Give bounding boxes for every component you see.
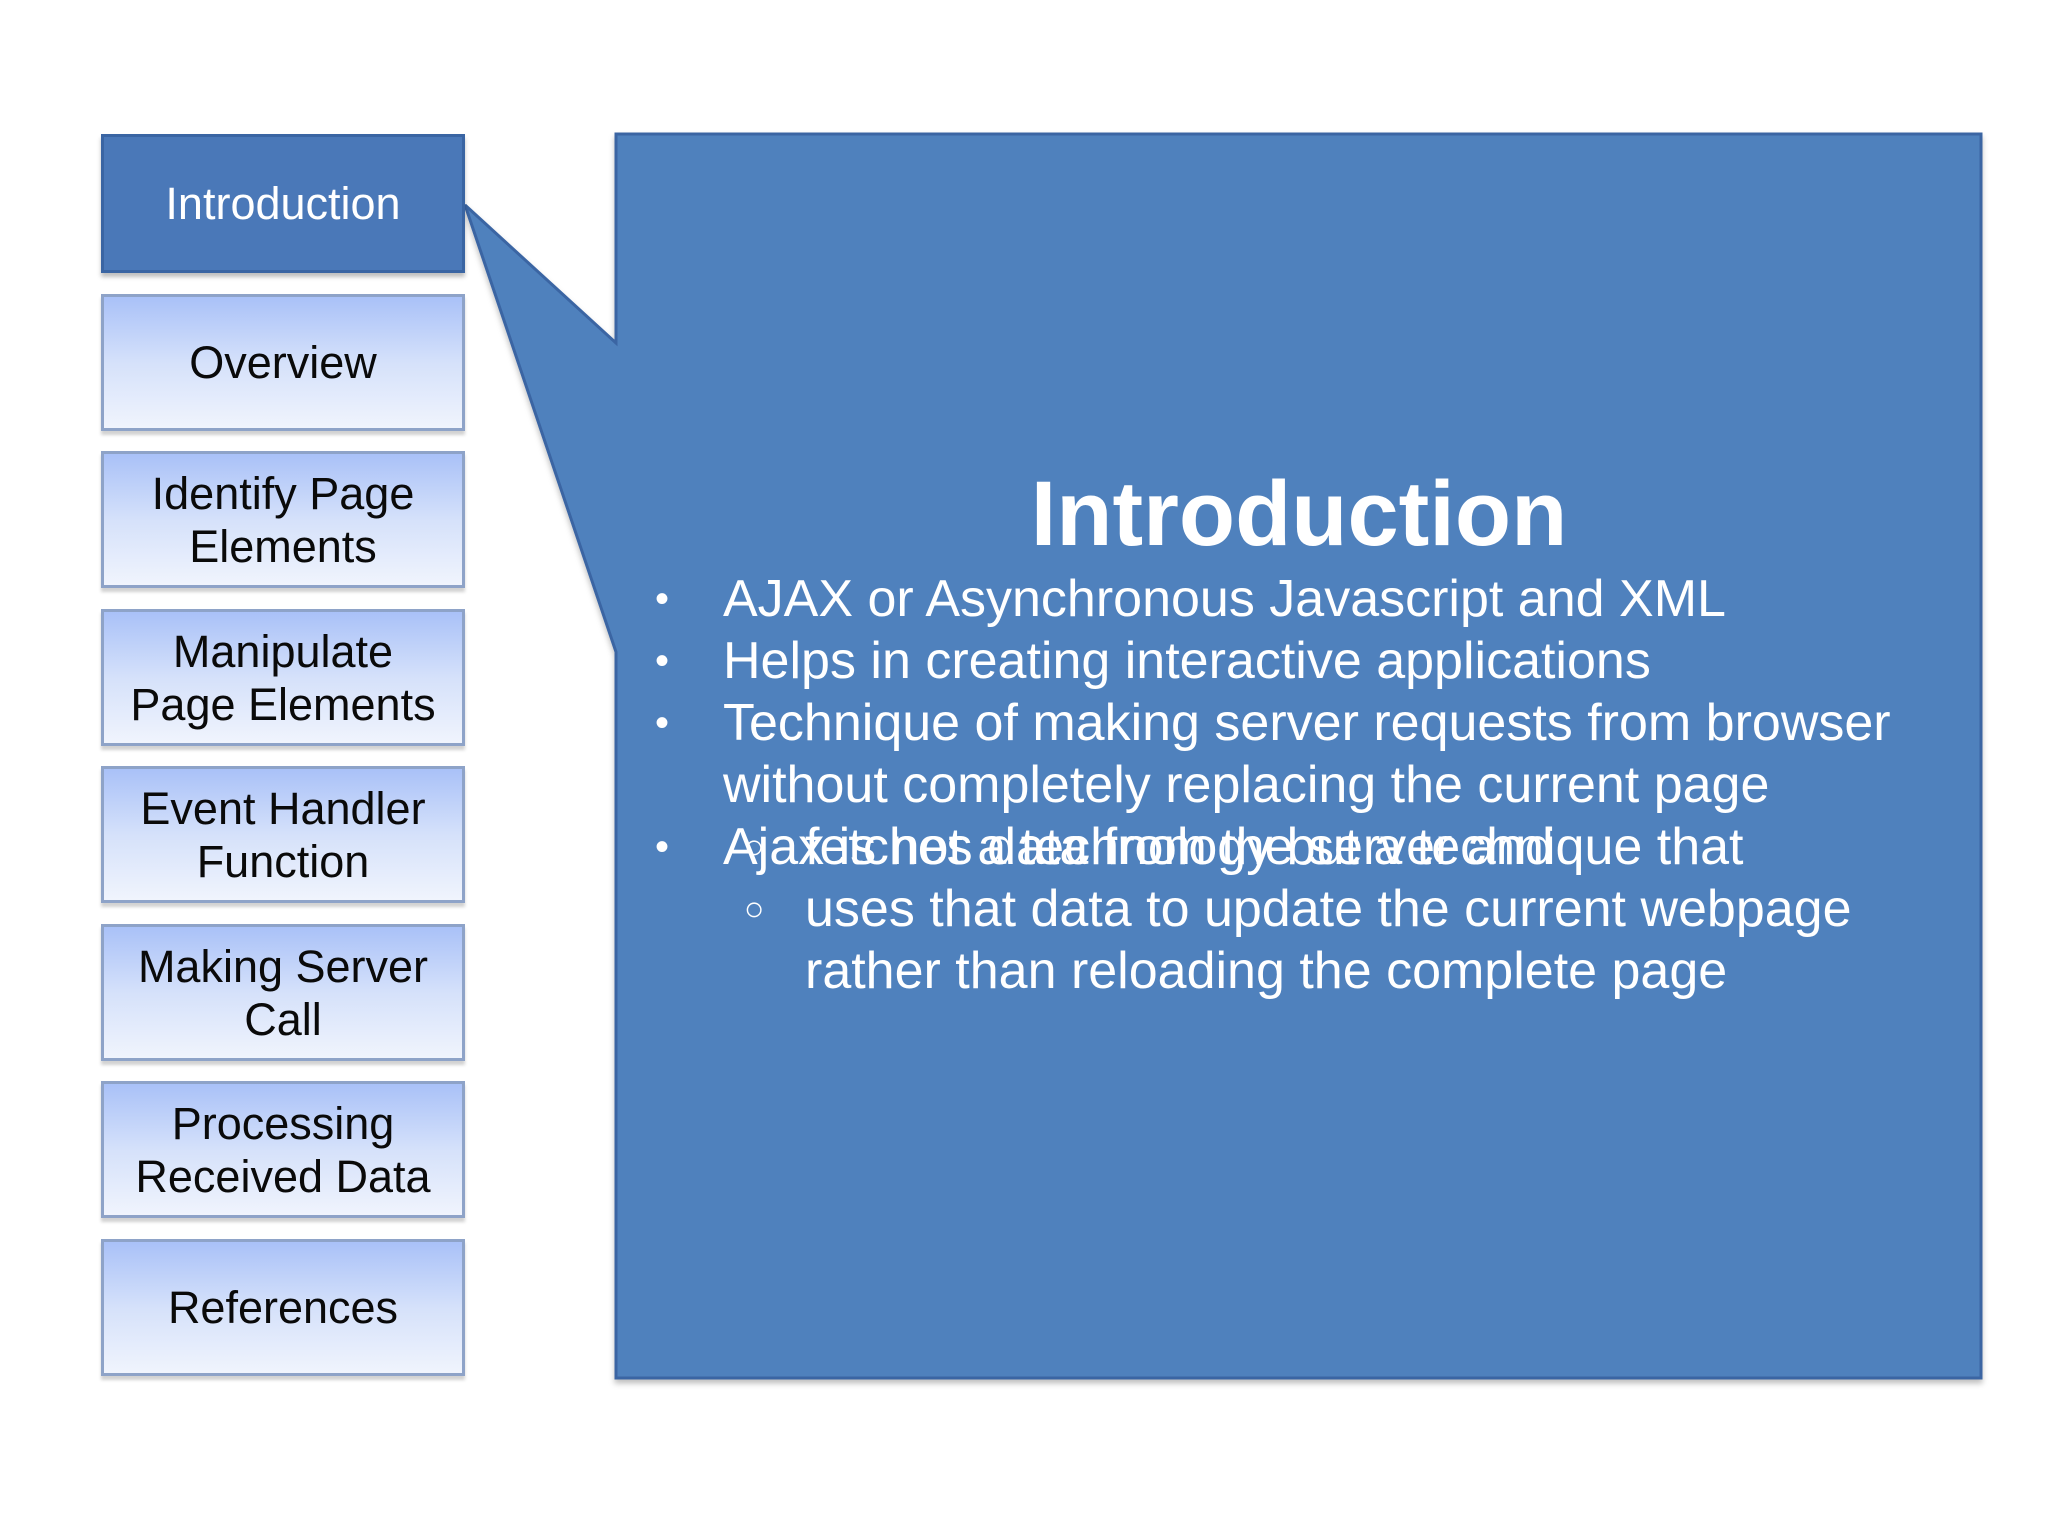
nav-item-event-handler-function[interactable]: Event Handler Function [101, 766, 465, 903]
slide-title: Introduction [1030, 463, 1568, 565]
bullet-text: AJAX or Asynchronous Javascript and XML [723, 570, 1726, 628]
nav-item-manipulate-page-elements[interactable]: Manipulate Page Elements [101, 609, 465, 746]
nav-item-identify-page-elements[interactable]: Identify Page Elements [101, 451, 465, 588]
sub-bullet-text: fetches data from the server and [805, 818, 1554, 876]
nav-item-label: Identify Page Elements [151, 467, 415, 572]
nav-item-label: References [167, 1282, 399, 1333]
nav-item-label: Manipulate Page Elements [130, 625, 436, 730]
sub-bullet-icon: ○ [744, 890, 765, 928]
sub-bullet-item: ○ uses that data to update the current w… [616, 878, 1982, 1002]
bullet-item: • Helps in creating interactive applicat… [616, 630, 1982, 692]
nav-item-references[interactable]: References [101, 1239, 465, 1376]
nav-item-introduction[interactable]: Introduction [101, 134, 465, 273]
bullet-text: Helps in creating interactive applicatio… [723, 632, 1651, 690]
nav-item-making-server-call[interactable]: Making Server Call [101, 924, 465, 1061]
bullet-item: • AJAX or Asynchronous Javascript and XM… [616, 568, 1982, 630]
bullet-icon: • [655, 577, 670, 621]
bullet-icon: • [655, 639, 670, 683]
bullet-item: • Technique of making server requests fr… [616, 692, 1982, 816]
bullet-item: • Ajax is not a technology but a techniq… [616, 816, 1982, 878]
nav-item-overview[interactable]: Overview [101, 294, 465, 431]
sub-bullet-list: ○ fetches data from the server and ○ use… [616, 816, 1982, 1002]
nav-item-label: Introduction [165, 178, 401, 229]
nav-item-processing-received-data[interactable]: Processing Received Data [101, 1081, 465, 1218]
bullet-text: Ajax is not a technology but a technique… [723, 818, 1744, 876]
bullet-list: • AJAX or Asynchronous Javascript and XM… [616, 568, 1982, 878]
sub-bullet-text: uses that data to update the current web… [805, 880, 1852, 1000]
content-panel: Introduction • AJAX or Asynchronous Java… [616, 134, 1982, 1378]
bullet-icon: • [655, 825, 670, 869]
callout-panel-fill [463, 132, 1983, 1380]
nav-item-label: Overview [189, 337, 377, 388]
nav-item-label: Event Handler Function [140, 782, 426, 887]
bullet-text: Technique of making server requests from… [723, 694, 1891, 814]
sub-bullet-item: ○ fetches data from the server and [616, 816, 1982, 878]
bullet-icon: • [655, 701, 670, 745]
nav-item-label: Making Server Call [137, 940, 429, 1045]
sub-bullet-icon: ○ [744, 828, 765, 866]
nav-item-label: Processing Received Data [135, 1097, 431, 1202]
